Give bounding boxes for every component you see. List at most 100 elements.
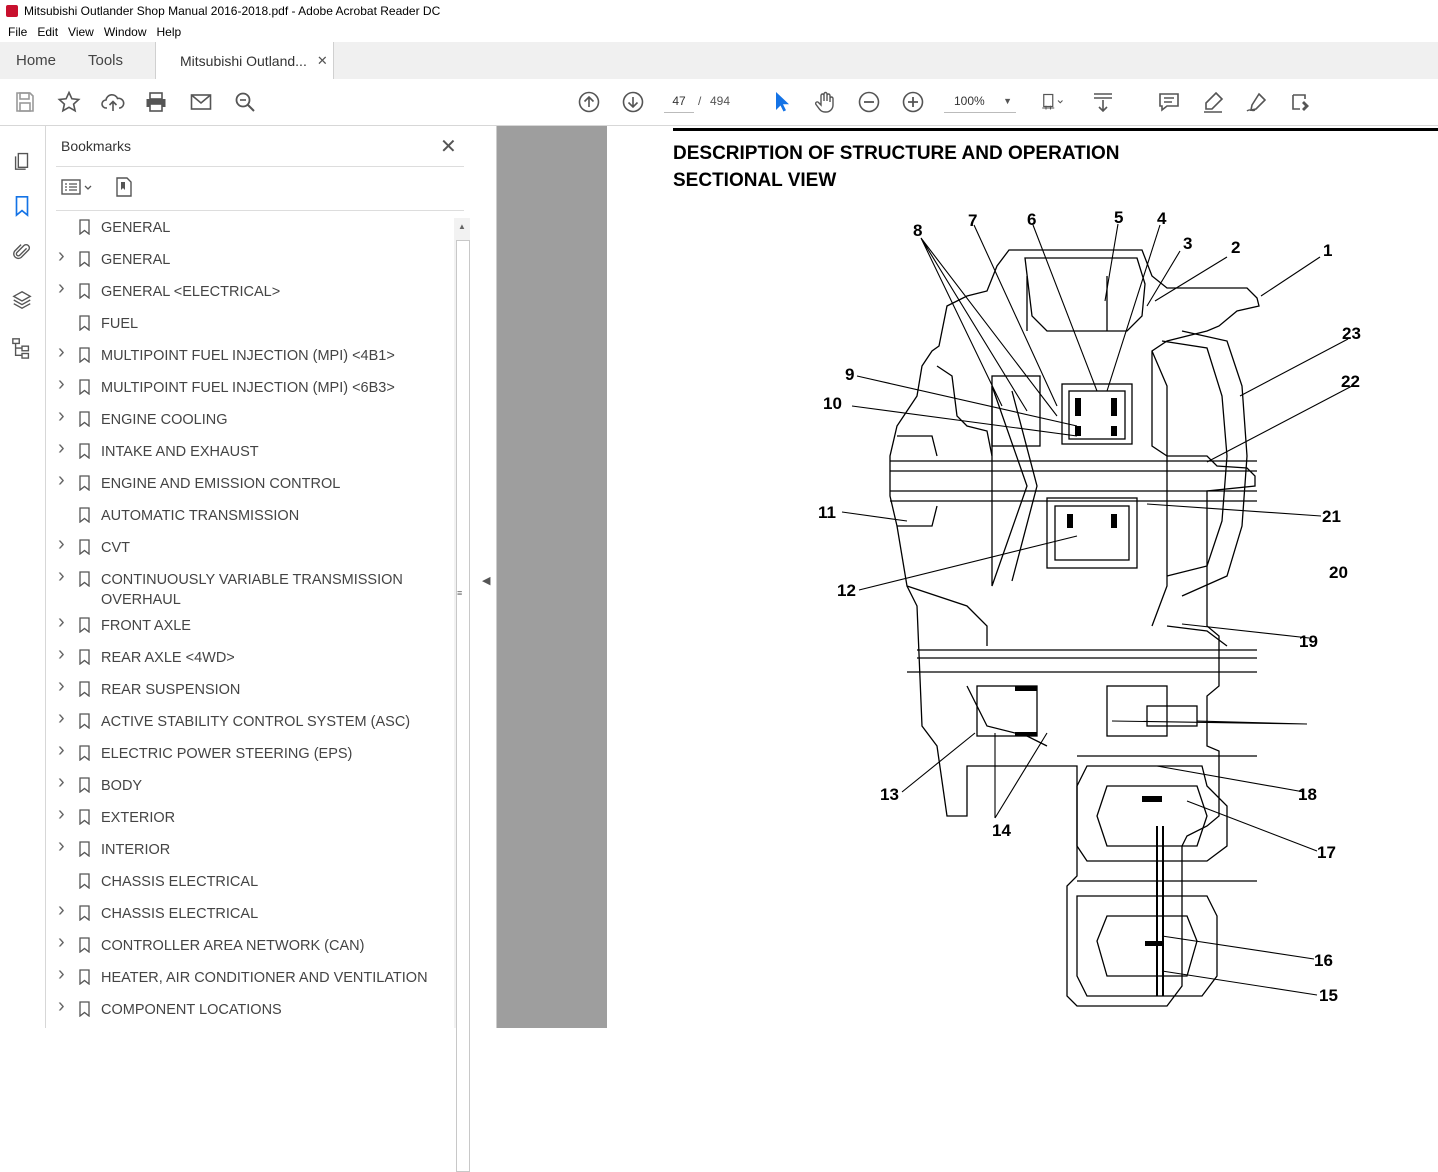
bookmark-item[interactable]: CHASSIS ELECTRICAL xyxy=(46,872,454,896)
tab-document[interactable]: Mitsubishi Outland... ✕ xyxy=(155,42,334,80)
tab-tools[interactable]: Tools xyxy=(88,52,124,69)
scrollbar-thumb[interactable] xyxy=(456,240,470,1172)
menu-window[interactable]: Window xyxy=(103,25,147,39)
bookmark-item[interactable]: ›MULTIPOINT FUEL INJECTION (MPI) <6B3> xyxy=(46,373,454,402)
scroll-mode-icon[interactable] xyxy=(1090,89,1116,115)
chevron-right-icon[interactable]: › xyxy=(58,277,65,299)
bookmark-item[interactable]: FUEL xyxy=(46,314,454,338)
bookmark-icon xyxy=(79,649,90,665)
highlight-pen-icon[interactable] xyxy=(1200,89,1226,115)
bookmarks-scrollbar[interactable]: ▲ ≡ xyxy=(454,218,470,1172)
bookmark-item[interactable]: ›ACTIVE STABILITY CONTROL SYSTEM (ASC) xyxy=(46,707,454,736)
bookmark-item[interactable]: AUTOMATIC TRANSMISSION xyxy=(46,506,454,530)
zoom-level-select[interactable]: 100% ▼ xyxy=(944,90,1016,113)
panel-collapse-handle[interactable]: ◀ xyxy=(478,126,497,1028)
email-icon[interactable] xyxy=(188,89,214,115)
bookmark-item[interactable]: › REAR SUSPENSION xyxy=(46,675,454,704)
layers-icon[interactable] xyxy=(10,288,34,312)
zoom-in-icon[interactable] xyxy=(900,89,926,115)
zoom-out-icon[interactable] xyxy=(856,89,882,115)
chevron-right-icon[interactable]: › xyxy=(58,643,65,665)
select-cursor-icon[interactable] xyxy=(768,89,794,115)
chevron-right-icon[interactable]: › xyxy=(58,533,65,555)
comment-icon[interactable] xyxy=(1156,89,1182,115)
chevron-right-icon[interactable]: › xyxy=(58,739,65,761)
chevron-right-icon[interactable]: › xyxy=(58,771,65,793)
chevron-right-icon[interactable]: › xyxy=(58,675,65,697)
add-bookmark-icon[interactable] xyxy=(112,176,136,198)
chevron-right-icon[interactable]: › xyxy=(58,707,65,729)
chevron-right-icon[interactable]: › xyxy=(58,995,65,1017)
chevron-right-icon[interactable]: › xyxy=(58,341,65,363)
find-search-icon[interactable] xyxy=(232,89,258,115)
page-number-input[interactable]: 47 xyxy=(664,90,694,113)
save-icon[interactable] xyxy=(12,89,38,115)
bookmark-label: REAR SUSPENSION xyxy=(101,682,241,698)
chevron-right-icon[interactable]: › xyxy=(58,611,65,633)
close-panel-icon[interactable]: ✕ xyxy=(440,136,457,158)
bookmark-label: AUTOMATIC TRANSMISSION xyxy=(101,508,300,524)
bookmark-item[interactable]: › CVT xyxy=(46,533,454,562)
bookmark-item[interactable]: ›ELECTRIC POWER STEERING (EPS) xyxy=(46,739,454,768)
bookmark-item[interactable]: ›HEATER, AIR CONDITIONER AND VENTILATION xyxy=(46,963,454,992)
chevron-right-icon[interactable]: › xyxy=(58,469,65,491)
bookmark-item[interactable]: ›GENERAL <ELECTRICAL> xyxy=(46,277,454,306)
menu-edit[interactable]: Edit xyxy=(37,25,59,39)
callout-5: 5 xyxy=(1114,208,1123,227)
sign-icon[interactable] xyxy=(1244,89,1270,115)
fit-page-icon[interactable] xyxy=(1034,89,1070,115)
hand-tool-icon[interactable] xyxy=(812,89,838,115)
chevron-right-icon[interactable]: › xyxy=(58,803,65,825)
section-heading: DESCRIPTION OF STRUCTURE AND OPERATION xyxy=(673,143,1120,164)
previous-page-icon[interactable] xyxy=(576,89,602,115)
scroll-up-icon[interactable]: ▲ xyxy=(458,222,466,231)
callout-10: 10 xyxy=(823,394,842,413)
bookmark-icon xyxy=(79,713,90,729)
bookmark-options-icon[interactable] xyxy=(60,176,94,198)
bookmark-item[interactable]: ›ENGINE AND EMISSION CONTROL xyxy=(46,469,454,498)
star-icon[interactable] xyxy=(56,89,82,115)
bookmark-icon xyxy=(79,905,90,921)
bookmark-item[interactable]: GENERAL xyxy=(46,218,454,242)
bookmark-label: INTERIOR xyxy=(101,842,171,858)
print-icon[interactable] xyxy=(143,89,169,115)
bookmark-item[interactable]: › INTERIOR xyxy=(46,835,454,864)
bookmark-item[interactable]: ›EXTERIOR xyxy=(46,803,454,832)
fill-sign-icon[interactable] xyxy=(1288,89,1314,115)
chevron-right-icon[interactable]: › xyxy=(58,405,65,427)
bookmark-label: CVT xyxy=(101,540,130,556)
bookmark-item[interactable]: ›MULTIPOINT FUEL INJECTION (MPI) <4B1> xyxy=(46,341,454,370)
chevron-right-icon[interactable]: › xyxy=(58,245,65,267)
bookmarks-panel: Bookmarks ✕ GENERAL›GENERAL›GENERAL <ELE… xyxy=(46,126,479,1028)
bookmark-item[interactable]: ›GENERAL xyxy=(46,245,454,274)
bookmark-item[interactable]: ›REAR AXLE <4WD> xyxy=(46,643,454,672)
page-thumbnails-icon[interactable] xyxy=(10,148,34,172)
chevron-right-icon[interactable]: › xyxy=(58,835,65,857)
content-tree-icon[interactable] xyxy=(10,336,34,360)
bookmark-item[interactable]: ›CHASSIS ELECTRICAL xyxy=(46,899,454,928)
attachments-icon[interactable] xyxy=(10,240,34,264)
bookmark-item[interactable]: ›BODY xyxy=(46,771,454,800)
chevron-right-icon[interactable]: › xyxy=(58,373,65,395)
chevron-right-icon[interactable]: › xyxy=(58,565,65,587)
bookmark-item[interactable]: ›CONTROLLER AREA NETWORK (CAN) xyxy=(46,931,454,960)
upload-cloud-icon[interactable] xyxy=(100,89,126,115)
bookmark-panel-icon[interactable] xyxy=(10,194,34,218)
menu-file[interactable]: File xyxy=(8,25,28,39)
bookmark-tools xyxy=(60,176,136,198)
chevron-right-icon[interactable]: › xyxy=(58,437,65,459)
bookmark-item[interactable]: ›INTAKE AND EXHAUST xyxy=(46,437,454,466)
next-page-icon[interactable] xyxy=(620,89,646,115)
bookmark-item[interactable]: ›COMPONENT LOCATIONS xyxy=(46,995,454,1024)
close-tab-icon[interactable]: ✕ xyxy=(316,53,328,68)
tab-home[interactable]: Home xyxy=(16,52,57,69)
menu-view[interactable]: View xyxy=(68,25,94,39)
bookmark-item[interactable]: ›CONTINUOUSLY VARIABLE TRANSMISSION OVER… xyxy=(46,565,454,614)
callout-12: 12 xyxy=(837,581,856,600)
bookmark-item[interactable]: ›ENGINE COOLING xyxy=(46,405,454,434)
bookmark-item[interactable]: ›FRONT AXLE xyxy=(46,611,454,640)
chevron-right-icon[interactable]: › xyxy=(58,931,65,953)
chevron-right-icon[interactable]: › xyxy=(58,963,65,985)
chevron-right-icon[interactable]: › xyxy=(58,899,65,921)
menu-help[interactable]: Help xyxy=(156,25,182,39)
